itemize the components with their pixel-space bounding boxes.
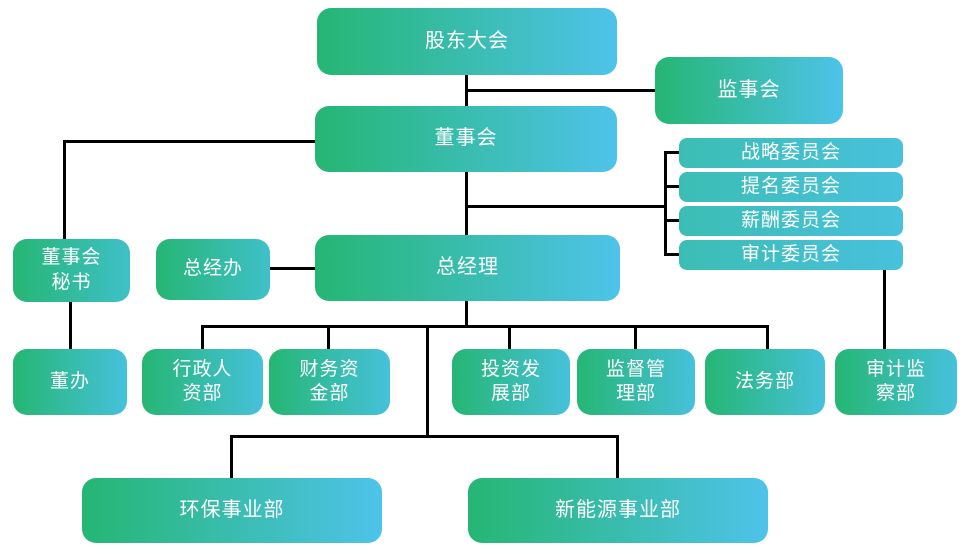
node-board-of-directors: 董事会 xyxy=(315,106,617,172)
connector-stub-admin-hr xyxy=(201,325,204,350)
node-shareholders-meeting: 股东大会 xyxy=(317,8,617,75)
connector-board-gm xyxy=(465,172,468,236)
connector-stub-audit-committee xyxy=(664,253,680,256)
node-label: 监事会 xyxy=(717,78,781,101)
connector-committee-bracket xyxy=(664,151,667,256)
node-compensation-committee: 薪酬委员会 xyxy=(679,206,903,236)
node-environmental-division: 环保事业部 xyxy=(82,478,382,543)
connector-stub-finance xyxy=(327,325,330,350)
node-label: 总经办 xyxy=(182,258,243,280)
connector-divisions-drop xyxy=(426,325,429,438)
node-new-energy-division: 新能源事业部 xyxy=(468,478,768,543)
node-label: 薪酬委员会 xyxy=(740,209,841,231)
connector-stub-environmental xyxy=(230,435,233,478)
connector-stub-legal xyxy=(766,325,769,350)
connector-board-committees xyxy=(467,205,667,208)
node-label: 董事会 秘书 xyxy=(41,247,102,293)
connector-secretary-boardoffice xyxy=(69,300,72,350)
node-label: 环保事业部 xyxy=(179,498,285,521)
connector-supervisory-branch xyxy=(467,89,657,92)
node-nomination-committee: 提名委员会 xyxy=(679,172,903,202)
node-audit-inspection-dept: 审计监 察部 xyxy=(835,349,957,415)
node-label: 投资发 展部 xyxy=(480,358,541,404)
node-label: 行政人 资部 xyxy=(172,358,233,404)
connector-stub-compensation xyxy=(664,219,680,222)
node-board-secretary: 董事会 秘书 xyxy=(13,239,130,302)
connector-division-distribution xyxy=(230,435,619,438)
node-board-office: 董办 xyxy=(13,349,127,415)
node-label: 审计委员会 xyxy=(740,243,841,265)
connector-stub-nomination xyxy=(664,185,680,188)
node-label: 董事会 xyxy=(434,127,498,150)
node-strategy-committee: 战略委员会 xyxy=(679,138,903,168)
node-label: 法务部 xyxy=(734,370,795,392)
node-label: 财务资 金部 xyxy=(299,358,360,404)
node-gm-office: 总经办 xyxy=(156,239,270,300)
node-admin-hr-dept: 行政人 资部 xyxy=(142,349,263,415)
connector-auditcommittee-auditdept xyxy=(883,268,886,350)
node-legal-dept: 法务部 xyxy=(705,349,825,415)
connector-shareholders-board xyxy=(465,74,468,108)
connector-board-secretary-v xyxy=(63,140,66,240)
connector-gmoffice-gm xyxy=(268,267,316,270)
node-label: 股东大会 xyxy=(425,29,509,52)
connector-gm-depts xyxy=(465,301,468,328)
node-label: 新能源事业部 xyxy=(555,498,681,521)
connector-board-secretary-h xyxy=(63,140,316,143)
node-label: 董办 xyxy=(49,370,90,392)
node-supervision-mgmt-dept: 监督管 理部 xyxy=(577,349,695,415)
node-finance-treasury-dept: 财务资 金部 xyxy=(269,349,390,415)
connector-stub-new-energy xyxy=(616,435,619,478)
node-label: 战略委员会 xyxy=(740,141,841,163)
connector-stub-supervision-dept xyxy=(634,325,637,350)
node-label: 审计监 察部 xyxy=(865,358,926,404)
connector-dept-distribution xyxy=(201,325,769,328)
connector-stub-strategy xyxy=(664,151,680,154)
connector-stub-investment xyxy=(508,325,511,350)
node-supervisory-board: 监事会 xyxy=(655,57,843,124)
node-label: 监督管 理部 xyxy=(605,358,666,404)
node-audit-committee: 审计委员会 xyxy=(679,240,903,270)
node-general-manager: 总经理 xyxy=(315,235,620,301)
node-investment-dev-dept: 投资发 展部 xyxy=(452,349,570,415)
node-label: 总经理 xyxy=(436,256,499,279)
node-label: 提名委员会 xyxy=(740,175,841,197)
